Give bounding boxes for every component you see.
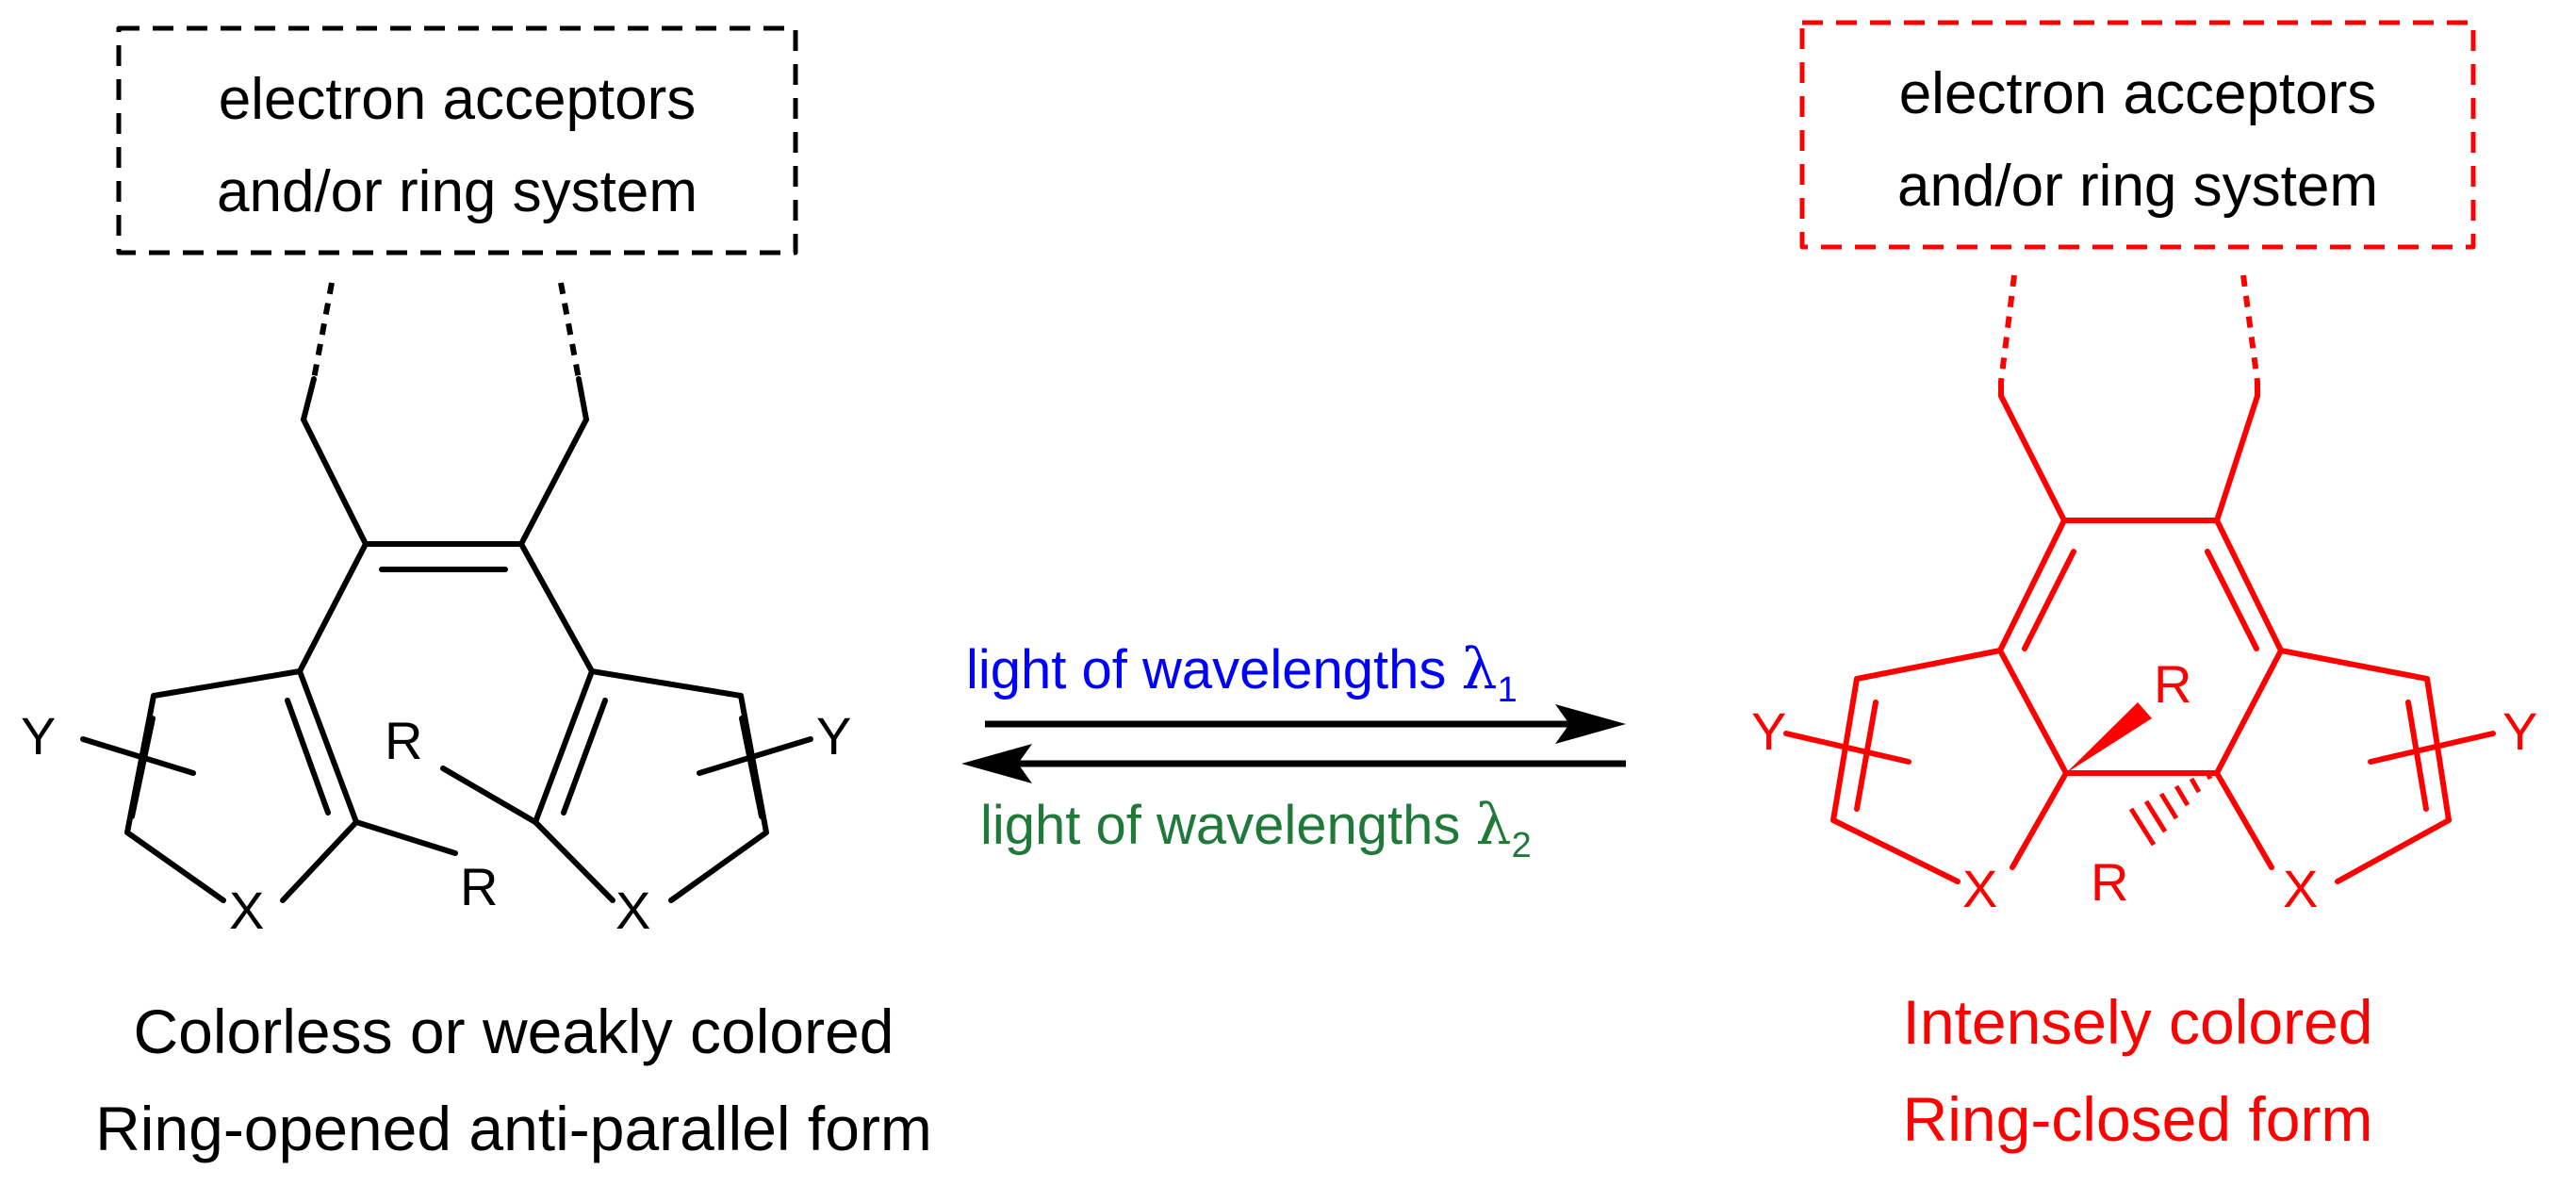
right-right-ring-double [2405, 700, 2429, 812]
right-ring [533, 819, 615, 903]
left-atom-r-left: R [385, 711, 422, 770]
right-atom-x-right: X [2283, 859, 2318, 918]
hexagon-bond [1997, 518, 2067, 653]
left-atom-x-right: X [615, 881, 650, 940]
right-ring-bond [518, 541, 595, 674]
right-left-y-bond [1783, 731, 1911, 765]
left-connector-dotted [311, 282, 335, 380]
right-right-ring [2424, 676, 2452, 823]
left-connector [301, 376, 317, 422]
forward-arrow-text: light of wavelengths [966, 639, 1462, 700]
right-chain [1998, 393, 2067, 523]
right-right-ring [2214, 770, 2274, 870]
hexagon-bond [2214, 648, 2284, 776]
left-ring-double [129, 716, 156, 819]
left-ring [124, 668, 303, 903]
left-ring [297, 668, 359, 825]
left-substituent-box [116, 25, 798, 255]
hexagon-double [2022, 549, 2076, 651]
left-r-bond [353, 819, 458, 856]
right-connector-dotted [1998, 274, 2017, 383]
right-left-ring [1830, 817, 1961, 884]
left-connector-dotted [558, 282, 582, 380]
hexagon-bond [2214, 518, 2284, 653]
right-box-line1: electron acceptors [1899, 61, 2377, 126]
reverse-arrow-head [961, 744, 1032, 783]
right-atom-y-right: Y [2502, 701, 2537, 761]
left-box-line1: electron acceptors [219, 67, 697, 132]
left-atom-x-left: X [229, 881, 264, 940]
right-chain [2214, 393, 2260, 523]
ring-closed-structure [1783, 20, 2496, 884]
left-box-line2: and/or ring system [217, 159, 697, 224]
reverse-subscript: 2 [1512, 826, 1532, 865]
equilibrium-arrows [961, 704, 1626, 783]
forward-lambda: λ [1462, 636, 1498, 702]
reverse-lambda: λ [1476, 792, 1512, 858]
forward-subscript: 1 [1498, 670, 1518, 710]
right-box-line2: and/or ring system [1897, 154, 2378, 219]
right-atom-r-bottom: R [2091, 852, 2128, 912]
right-ring-double [561, 698, 608, 815]
left-ring-bond [297, 541, 369, 674]
left-chain [518, 417, 589, 547]
right-ring [589, 668, 769, 903]
right-connector-dotted [2240, 274, 2260, 383]
forward-arrow-head [1555, 704, 1626, 744]
left-connector [576, 376, 589, 422]
hashed-bond [2128, 769, 2213, 847]
right-left-ring [2010, 770, 2069, 870]
hexagon-bond [1997, 648, 2069, 776]
right-right-ring [2278, 648, 2430, 682]
left-caption-line1: Colorless or weakly colored [134, 997, 894, 1066]
right-right-y-bond [2368, 731, 2496, 765]
right-r-bond [440, 766, 538, 825]
right-ring [533, 668, 595, 825]
left-atom-y-left: Y [21, 706, 56, 766]
left-caption-line2: Ring-opened anti-parallel form [95, 1094, 932, 1163]
right-y-bond [697, 736, 813, 776]
forward-arrow-label: light of wavelengths λ1 [966, 636, 1518, 710]
right-right-ring [2335, 817, 2452, 884]
ring-opened-structure [80, 25, 813, 903]
right-caption-line1: Intensely colored [1903, 987, 2373, 1057]
wedge-bond [2066, 702, 2152, 773]
left-ring [280, 819, 359, 903]
right-atom-y-left: Y [1751, 701, 1786, 761]
left-y-bond [80, 736, 196, 776]
right-caption-line2: Ring-closed form [1903, 1084, 2373, 1154]
reverse-arrow-label: light of wavelengths λ2 [980, 792, 1532, 865]
left-chain [301, 417, 369, 547]
right-left-ring [1854, 648, 2003, 682]
right-atom-r-top: R [2154, 654, 2191, 714]
left-atom-y-right: Y [816, 706, 851, 766]
right-atom-x-left: X [1962, 859, 1997, 918]
right-substituent-box [1799, 20, 2476, 250]
right-ring-double [739, 716, 764, 819]
hexagon-double [2205, 549, 2259, 651]
right-left-ring-double [1854, 700, 1879, 812]
reverse-arrow-text: light of wavelengths [980, 795, 1476, 856]
left-atom-r-right: R [460, 857, 498, 916]
left-ring-double [285, 698, 331, 815]
